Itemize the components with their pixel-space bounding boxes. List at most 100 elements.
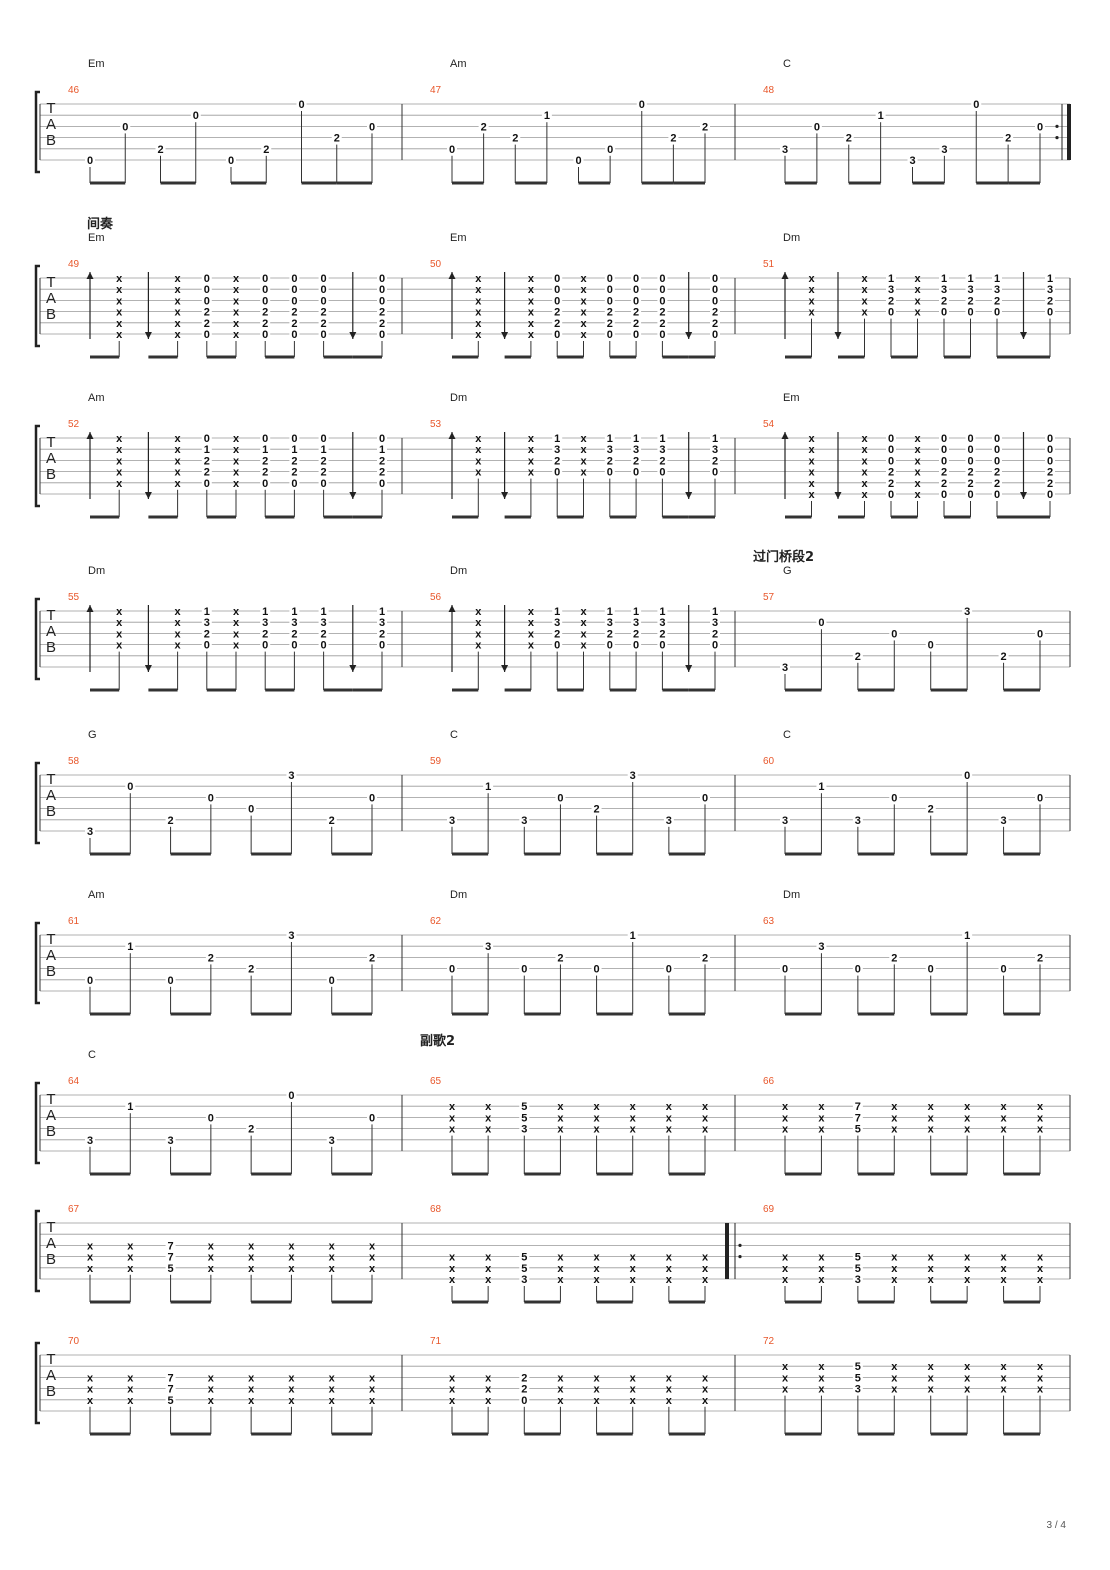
fret-bg [289,328,300,340]
chord-fret-number: 0 [712,640,718,652]
chord-fret-number: 2 [941,478,947,490]
chord-fret-number: 0 [554,273,560,285]
fret-number: 0 [1001,964,1007,976]
fret-bg [604,305,615,318]
muted-string-x: x [475,606,482,618]
fret-bg [190,109,201,122]
repeat-dot [1055,136,1059,140]
fret-bg [992,283,1002,296]
fret-number: 0 [855,964,861,976]
muted-string-x: x [449,1252,456,1264]
chord-fret-number: 3 [1047,284,1053,296]
fret-bg [939,272,949,284]
system-bracket [34,424,40,508]
fret-bg [780,142,790,155]
note-beam [352,688,382,692]
staff-system [34,1081,1070,1165]
fret-bg [1045,305,1055,318]
fret-bg [886,476,896,489]
muted-string-x: x [557,1263,564,1275]
strum-down-arrow-icon [501,492,509,499]
chord-fret-number: 2 [554,318,560,330]
muted-string-x: x [475,433,482,445]
muted-string-x: x [329,1263,336,1275]
fret-number: 1 [127,1101,133,1113]
fret-bg [367,1111,377,1124]
chord-fret-number: 2 [633,455,639,467]
muted-string-x: x [964,1372,971,1384]
chord-fret-number: 0 [941,489,947,501]
muted-string-x: x [208,1263,215,1275]
note-beam [231,181,267,185]
muted-string-x: x [369,1263,376,1275]
chord-fret-number: 0 [659,295,665,307]
muted-string-x: x [208,1372,215,1384]
muted-string-x: x [666,1372,673,1384]
muted-string-x: x [630,1395,637,1407]
note-beam [90,1432,131,1436]
note-beam [524,1300,561,1304]
measure-number: 70 [68,1336,80,1347]
fret-bg [377,476,387,489]
fret-bg [710,465,720,478]
note-beam [90,1172,131,1176]
muted-string-x: x [861,307,868,319]
muted-string-x: x [1001,1384,1008,1396]
fret-bg [965,432,976,444]
fret-number: 5 [855,1124,861,1136]
note-beam [688,688,715,692]
fret-bg [120,120,131,133]
fret-bg [668,131,679,144]
fret-number: 7 [168,1252,174,1264]
muted-string-x: x [861,284,868,296]
fret-number: 0 [521,964,527,976]
note-beam [857,1172,895,1176]
strum-down-arrow-icon [685,492,693,499]
chord-fret-number: 2 [888,295,894,307]
muted-string-x: x [528,455,535,467]
muted-string-x: x [594,1372,601,1384]
fret-bg [447,962,457,975]
chord-fret-number: 2 [379,455,385,467]
fret-bg [992,305,1002,318]
note-beam [524,1432,561,1436]
tab-clef-letter: T [46,1091,55,1108]
muted-string-x: x [594,1274,601,1286]
fret-number: 3 [782,662,788,674]
chord-fret-number: 2 [204,455,210,467]
strum-down-arrow-icon [349,492,357,499]
chord-fret-number: 0 [204,433,210,445]
strum-down-arrow-icon [144,492,152,499]
muted-string-x: x [288,1384,295,1396]
fret-number: 5 [521,1112,527,1124]
muted-string-x: x [782,1361,789,1373]
muted-string-x: x [928,1124,935,1136]
repeat-dot [738,1243,742,1247]
strum-down-arrow-icon [834,332,842,339]
note-beam [251,1172,292,1176]
fret-bg [604,294,615,307]
muted-string-x: x [528,640,535,652]
fret-bg [519,1111,530,1124]
fret-number: 3 [521,815,527,827]
muted-string-x: x [557,1252,564,1264]
muted-string-x: x [485,1395,492,1407]
muted-string-x: x [127,1263,134,1275]
chord-fret-number: 3 [262,617,268,629]
chord-fret-number: 3 [659,444,665,456]
chord-fret-number: 3 [994,284,1000,296]
muted-string-x: x [808,307,815,319]
muted-string-x: x [808,295,815,307]
chord-name: Am [450,58,467,70]
fret-bg [631,443,642,456]
muted-string-x: x [116,295,123,307]
measure-number: 59 [430,756,442,767]
chord-name: Dm [88,565,105,577]
fret-bg [852,1382,863,1395]
fret-number: 3 [521,1274,527,1286]
fret-bg [246,802,257,815]
fret-bg [165,1382,176,1395]
muted-string-x: x [116,617,123,629]
tab-clef-letter: B [46,306,56,323]
muted-string-x: x [557,1101,564,1113]
